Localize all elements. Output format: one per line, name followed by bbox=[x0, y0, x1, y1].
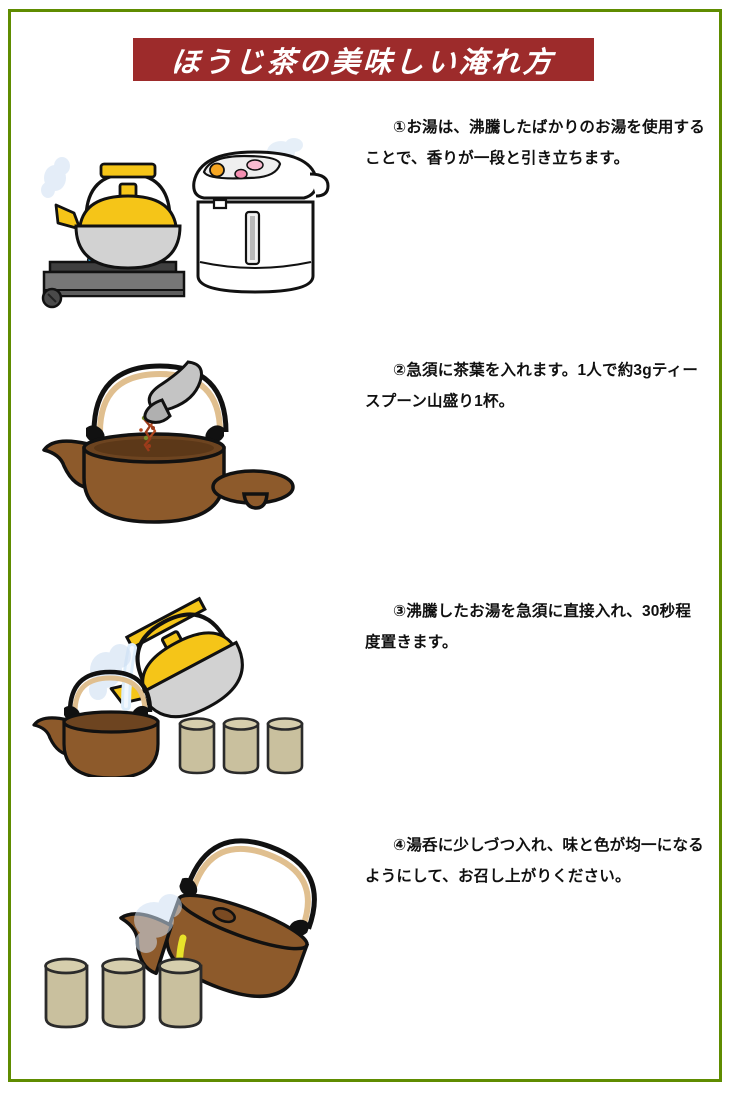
teacup-icon bbox=[178, 717, 216, 775]
teacup-icon bbox=[222, 717, 260, 775]
page-border bbox=[8, 9, 722, 1082]
page-title: ほうじ茶の美味しい淹れ方 bbox=[170, 44, 557, 79]
teacup-icon bbox=[158, 957, 203, 1029]
steam-wisp-icon bbox=[41, 157, 70, 198]
step-3-text: ③沸騰したお湯を急須に直接入れ、30秒程度置きます。 bbox=[365, 602, 692, 652]
illustration-step-4 bbox=[28, 808, 333, 1063]
step-4-text: ④湯呑に少しづつ入れ、味と色が均一になるようにして、お召し上がりください。 bbox=[365, 836, 704, 886]
illustration-step-1 bbox=[28, 138, 348, 318]
teacup-icon bbox=[44, 957, 89, 1029]
step-2-text: ②急須に茶葉を入れます。1人で約3gティースプーン山盛り1杯。 bbox=[365, 361, 699, 411]
steam-wisp-icon bbox=[134, 894, 182, 953]
teacup-icon bbox=[266, 717, 304, 775]
teapot-icon bbox=[32, 669, 160, 777]
teapot-lid-icon bbox=[211, 469, 295, 510]
dispenser-button-pink-icon bbox=[234, 168, 248, 180]
title-banner: ほうじ茶の美味しい淹れ方 bbox=[133, 38, 594, 81]
teaspoon-icon bbox=[143, 360, 203, 424]
kettle-icon bbox=[54, 162, 182, 270]
illustration-step-3 bbox=[28, 572, 323, 777]
step-1-text: ①お湯は、沸騰したばかりのお湯を使用することで、香りが一段と引き立ちます。 bbox=[365, 118, 705, 168]
electric-water-dispenser-icon bbox=[192, 150, 330, 294]
teacup-icon bbox=[101, 957, 146, 1029]
dispenser-button-pink-icon bbox=[246, 159, 264, 171]
teapot-icon bbox=[42, 363, 229, 524]
illustration-step-2 bbox=[28, 348, 313, 533]
dispenser-button-orange-icon bbox=[209, 162, 225, 178]
